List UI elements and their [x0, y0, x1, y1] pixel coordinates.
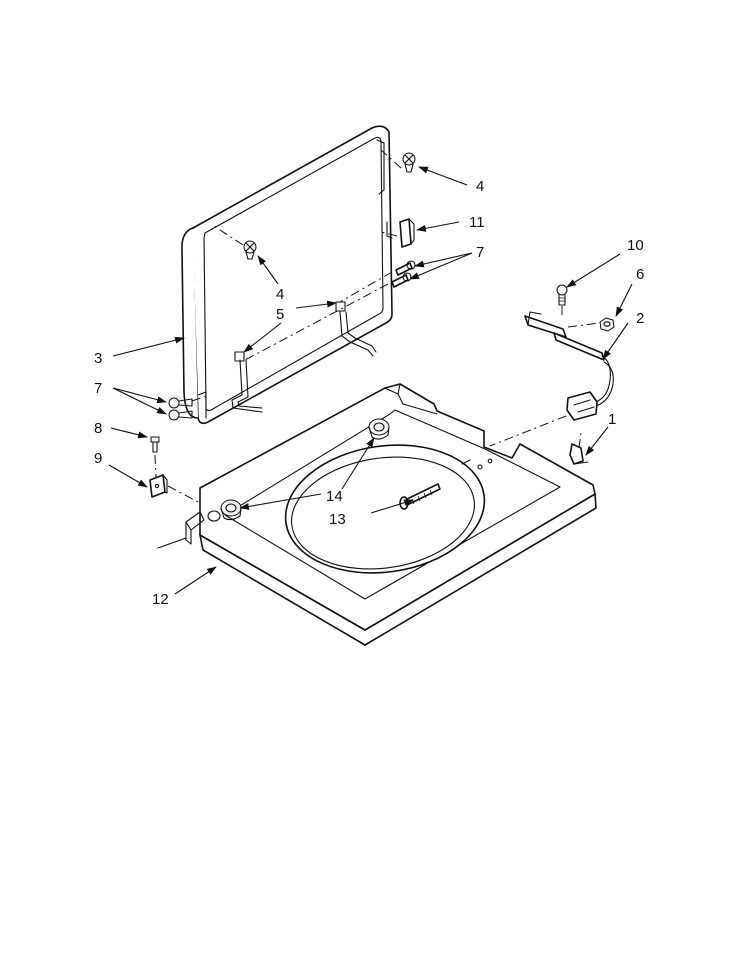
callout-10: 10	[627, 237, 644, 254]
callout-8: 8	[94, 420, 102, 437]
leader-lines	[108, 166, 633, 595]
callout-9: 9	[94, 450, 102, 467]
screws-7-right	[391, 260, 416, 288]
nut-6	[599, 317, 615, 332]
screw-4-left	[243, 240, 257, 260]
screws-7-left	[168, 397, 193, 421]
callout-1: 1	[608, 411, 616, 428]
bumper-rear	[368, 418, 390, 440]
callout-5: 5	[276, 306, 284, 323]
callout-11: 11	[469, 214, 485, 231]
lid-panel	[181, 125, 393, 425]
callout-3: 3	[94, 350, 102, 367]
callout-2: 2	[636, 310, 644, 327]
callout-12: 12	[152, 591, 169, 608]
screw-10	[556, 284, 568, 306]
assembly-lines	[154, 149, 601, 504]
callout-4-top: 4	[476, 178, 484, 195]
callout-4-left: 4	[276, 286, 284, 303]
screw-4-top	[402, 152, 416, 173]
hinge-rod-left	[231, 351, 263, 413]
callout-7-right: 7	[476, 244, 484, 261]
callout-6: 6	[636, 266, 644, 283]
screw-8	[150, 436, 160, 453]
callout-numbers: 4 11 7 4 5 3 7 8 9 10 6 2 1 14 13 12	[94, 178, 644, 608]
hinge-bracket-9	[149, 474, 168, 498]
callout-7-left: 7	[94, 380, 102, 397]
lid-switch-harness	[524, 311, 614, 421]
bracket-11	[386, 218, 415, 248]
callout-13: 13	[329, 511, 346, 528]
callout-14: 14	[326, 488, 343, 505]
